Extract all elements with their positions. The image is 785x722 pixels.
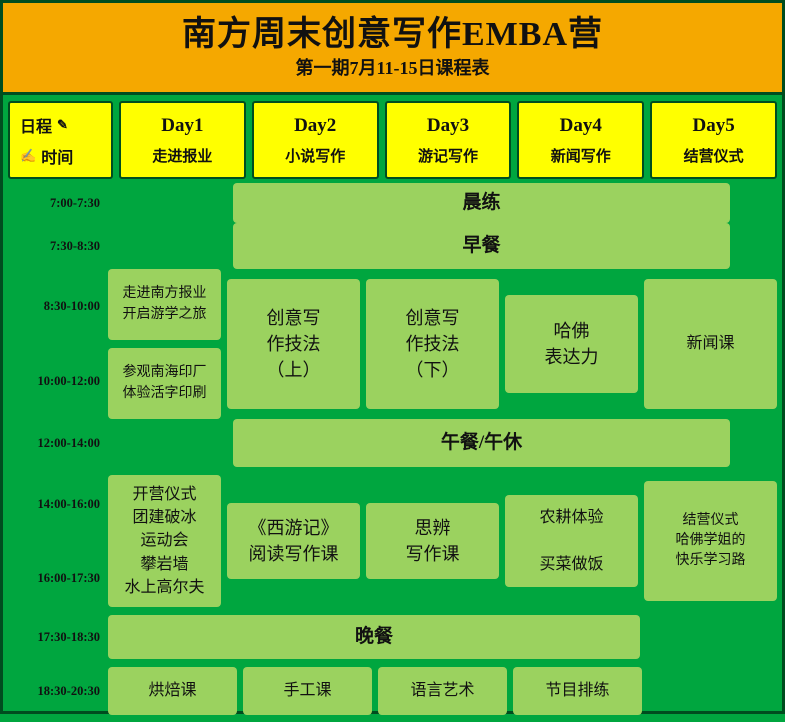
corner-legend-cell: 日程 ✎ ✍ 时间 xyxy=(8,101,113,179)
day-subtitle: 走进报业 xyxy=(152,148,213,165)
corner-time-line: ✍ 时间 xyxy=(20,144,73,168)
cell-d2-evening: 手工课 xyxy=(243,667,372,715)
day-subtitle: 结营仪式 xyxy=(683,148,744,165)
empty-cell xyxy=(736,223,777,269)
day-header-row: 日程 ✎ ✍ 时间 Day1 走进报业 Day2 小说写作 Day3 游记写作 … xyxy=(3,95,782,183)
cell-d5-afternoon: 结营仪式 哈佛学姐的 快乐学习路 xyxy=(644,481,777,601)
row-cells: 早餐 xyxy=(108,223,777,269)
empty-cell xyxy=(736,183,777,223)
cell-d3-evening: 语言艺术 xyxy=(378,667,507,715)
row-cells: 走进南方报业 开启游学之旅 参观南海印厂 体验活字印刷 创意写 作技法 （上） … xyxy=(108,269,777,419)
time-label: 18:30-20:30 xyxy=(37,683,101,698)
poster-header: 南方周末创意写作EMBA营 第一期7月11-15日课程表 xyxy=(3,3,782,95)
cell-d1-afternoon: 开营仪式 团建破冰 运动会 攀岩墙 水上高尔夫 xyxy=(108,475,221,607)
time-label: 7:00-7:30 xyxy=(50,195,100,210)
day-header-2: Day2 小说写作 xyxy=(251,101,379,179)
cell-d1-evening: 烘焙课 xyxy=(108,667,237,715)
cell-d2-afternoon: 《西游记》 阅读写作课 xyxy=(227,503,360,579)
row-0730: 7:30-8:30 早餐 xyxy=(8,223,777,269)
cell-d4-morning: 哈佛 表达力 xyxy=(505,295,638,393)
empty-cell xyxy=(648,665,777,717)
cell-d3-afternoon: 思辨 写作课 xyxy=(366,503,499,579)
time-label: 14:00-16:00 xyxy=(37,496,101,511)
row-cells: 晚餐 xyxy=(108,615,777,659)
empty-cell xyxy=(646,615,777,659)
empty-cell xyxy=(736,419,777,467)
cell-d1-0830: 走进南方报业 开启游学之旅 xyxy=(108,269,221,340)
cell-morning-exercise: 晨练 xyxy=(233,183,730,223)
poster-title: 南方周末创意写作EMBA营 xyxy=(182,15,603,53)
corner-schedule-label: 日程 xyxy=(20,118,53,136)
time-label-group: 8:30-10:00 10:00-12:00 xyxy=(8,269,108,419)
cell-d5-morning: 新闻课 xyxy=(644,279,777,409)
row-cells: 烘焙课 手工课 语言艺术 节目排练 xyxy=(108,665,777,717)
row-afternoon-block: 14:00-16:00 16:00-17:30 开营仪式 团建破冰 运动会 攀岩… xyxy=(8,467,777,615)
time-label-group: 14:00-16:00 16:00-17:30 xyxy=(8,467,108,615)
day-title: Day2 xyxy=(294,114,337,136)
day-header-4: Day4 新闻写作 xyxy=(517,101,645,179)
cell-dinner: 晚餐 xyxy=(108,615,640,659)
time-label: 10:00-12:00 xyxy=(37,374,101,388)
row-cells: 晨练 xyxy=(108,183,777,223)
corner-time-label: 时间 xyxy=(41,149,74,167)
row-morning-block: 8:30-10:00 10:00-12:00 走进南方报业 开启游学之旅 参观南… xyxy=(8,269,777,419)
cell-breakfast: 早餐 xyxy=(233,223,730,269)
time-label: 17:30-18:30 xyxy=(37,629,101,644)
cell-d3-morning: 创意写 作技法 （下） xyxy=(366,279,499,409)
day-subtitle: 游记写作 xyxy=(417,148,478,165)
time-label: 12:00-14:00 xyxy=(37,435,101,450)
cell-d2-morning: 创意写 作技法 （上） xyxy=(227,279,360,409)
row-1200: 12:00-14:00 午餐/午休 xyxy=(8,419,777,467)
pencil-icon: ✍ xyxy=(20,148,37,163)
day1-morning-stack: 走进南方报业 开启游学之旅 参观南海印厂 体验活字印刷 xyxy=(108,269,221,419)
cell-lunch: 午餐/午休 xyxy=(233,419,730,467)
day-header-3: Day3 游记写作 xyxy=(384,101,512,179)
cell-d1-1000: 参观南海印厂 体验活字印刷 xyxy=(108,348,221,419)
schedule-body: 7:00-7:30 晨练 7:30-8:30 早餐 8:30-10:00 10:… xyxy=(3,183,782,722)
poster-subtitle: 第一期7月11-15日课程表 xyxy=(295,58,490,79)
cell-d4-evening: 节目排练 xyxy=(513,667,642,715)
day-subtitle: 新闻写作 xyxy=(550,148,611,165)
corner-schedule-line: 日程 ✎ xyxy=(20,113,68,137)
time-label: 7:30-8:30 xyxy=(50,238,100,253)
day-title: Day5 xyxy=(692,114,735,136)
time-label: 16:00-17:30 xyxy=(37,570,101,585)
day-title: Day1 xyxy=(161,114,204,136)
row-0700: 7:00-7:30 晨练 xyxy=(8,183,777,223)
pen-icon: ✎ xyxy=(57,117,68,132)
row-cells: 午餐/午休 xyxy=(108,419,777,467)
cell-d4-afternoon: 农耕体验 买菜做饭 xyxy=(505,495,638,587)
row-cells: 开营仪式 团建破冰 运动会 攀岩墙 水上高尔夫 《西游记》 阅读写作课 思辨 写… xyxy=(108,467,777,615)
day-title: Day3 xyxy=(426,114,470,136)
day-header-5: Day5 结营仪式 xyxy=(650,101,777,179)
time-label: 8:30-10:00 xyxy=(43,299,100,313)
empty-cell xyxy=(108,223,227,269)
row-1730: 17:30-18:30 晚餐 xyxy=(8,615,777,659)
empty-cell xyxy=(108,183,227,223)
day-title: Day4 xyxy=(559,114,602,136)
day-header-1: Day1 走进报业 xyxy=(119,101,246,179)
day-subtitle: 小说写作 xyxy=(285,148,346,165)
row-1830: 18:30-20:30 烘焙课 手工课 语言艺术 节目排练 xyxy=(8,665,777,717)
empty-cell xyxy=(108,419,227,467)
